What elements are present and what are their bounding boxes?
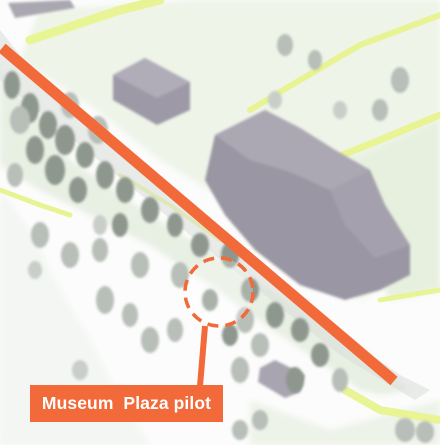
- path-south: [341, 386, 440, 424]
- path-southeast: [377, 287, 440, 303]
- buildings: [8, 0, 410, 398]
- building-museum-roof: [215, 110, 370, 190]
- rail-line: [0, 43, 398, 386]
- callout-box: [30, 385, 223, 422]
- path-east: [326, 111, 440, 164]
- path-west: [0, 187, 73, 218]
- building-top-left: [8, 0, 75, 18]
- dashed-circle-marker-icon[interactable]: [183, 256, 255, 387]
- building-museum-wing: [330, 170, 410, 258]
- building-small-top: [113, 58, 190, 98]
- trees: [4, 34, 434, 443]
- path-north: [25, 0, 165, 45]
- lawn-southwest: [0, 190, 150, 445]
- lawn-southeast: [250, 400, 440, 445]
- pilot-callout-label[interactable]: Museum Plaza pilot: [41, 393, 212, 413]
